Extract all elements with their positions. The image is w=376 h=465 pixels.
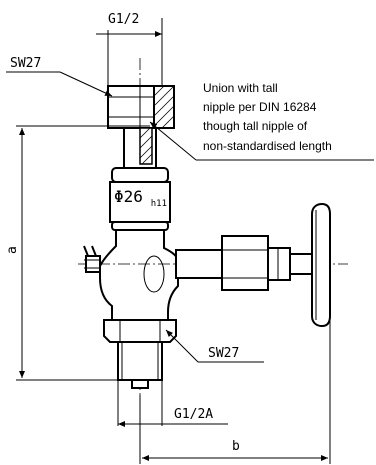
spindle-housing (175, 235, 313, 291)
vent-plug (83, 245, 101, 273)
label-thread-top: G1/2 (108, 12, 139, 27)
dim-a (16, 125, 150, 381)
label-wrench-top: SW27 (10, 56, 41, 71)
dim-b (139, 316, 331, 464)
top-nut-hatching (153, 85, 175, 129)
note-line-3: though tall nipple of (203, 119, 308, 133)
label-diameter: Φ26 h11 (114, 187, 167, 209)
label-dim-b: b (232, 439, 240, 454)
bottom-connection (117, 341, 163, 389)
leader-wrench-bottom (165, 329, 264, 363)
note-line-4: non-standardised length (203, 139, 332, 153)
valve-body (99, 229, 179, 321)
top-union-nut (107, 85, 175, 129)
dim-thread-top (96, 18, 163, 86)
note-text: Union with tall nipple per DIN 16284 tho… (203, 81, 332, 153)
collar (109, 167, 171, 231)
diameter-tolerance: h11 (151, 199, 167, 209)
label-dim-a: a (5, 246, 20, 254)
diameter-value: Φ26 (114, 187, 143, 206)
bottom-hex (103, 319, 177, 343)
leader-note (149, 121, 374, 161)
tall-nipple (123, 127, 157, 169)
handwheel (311, 202, 331, 328)
label-thread-bottom: G1/2A (174, 407, 213, 422)
dim-thread-bottom (117, 380, 228, 427)
note-line-2: nipple per DIN 16284 (203, 100, 317, 114)
leader-wrench-top (6, 71, 113, 97)
label-wrench-bottom: SW27 (208, 346, 239, 361)
note-line-1: Union with tall (203, 81, 278, 95)
